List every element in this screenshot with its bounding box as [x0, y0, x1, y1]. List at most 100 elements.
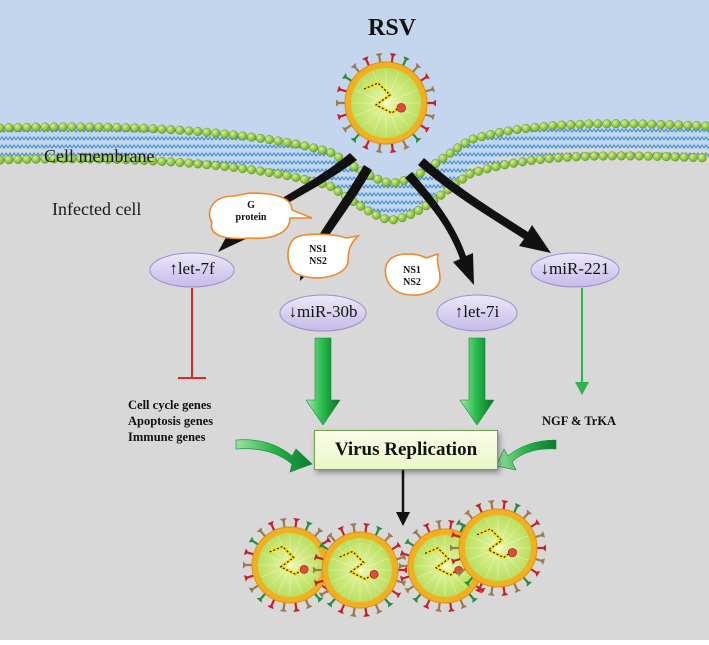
phospholipid-head [509, 159, 518, 168]
phospholipid-head [356, 202, 365, 211]
phospholipid-head [414, 206, 423, 215]
callout-ns-2-text: NS1 NS2 [392, 265, 432, 289]
phospholipid-head [567, 120, 576, 129]
phospholipid-head [416, 169, 425, 178]
node-let7i-label: ↑let-7i [437, 302, 517, 322]
phospholipid-head [648, 120, 657, 129]
phospholipid-head [86, 123, 95, 132]
phospholipid-head [247, 133, 256, 142]
phospholipid-head [5, 155, 14, 164]
phospholipid-head [194, 127, 203, 136]
phospholipid-head [461, 139, 470, 148]
phospholipid-head [545, 154, 554, 163]
phospholipid-head [630, 120, 639, 129]
phospholipid-head [229, 163, 238, 172]
phospholipid-head [32, 123, 41, 132]
virus-replication-box: Virus Replication [314, 430, 498, 470]
phospholipid-head [59, 123, 68, 132]
phospholipid-head [318, 146, 327, 155]
phospholipid-head [657, 120, 666, 129]
phospholipid-head [247, 166, 256, 175]
phospholipid-head [635, 152, 644, 161]
phospholipid-head [612, 119, 621, 128]
phospholipid-head [203, 128, 212, 137]
phospholipid-head [77, 123, 86, 132]
phospholipid-head [585, 120, 594, 129]
phospholipid-head [158, 125, 167, 134]
target-gene-cell-cycle: Cell cycle genes [128, 397, 213, 413]
phospholipid-head [140, 124, 149, 133]
phospholipid-head [599, 152, 608, 161]
phospholipid-head [486, 130, 495, 139]
phospholipid-head [639, 120, 648, 129]
phospholipid-head [300, 175, 309, 184]
phospholipid-head [221, 130, 230, 139]
phospholipid-head [274, 137, 283, 146]
phospholipid-head [437, 191, 446, 200]
phospholipid-head [626, 152, 635, 161]
phospholipid-head [536, 155, 545, 164]
phospholipid-head [572, 153, 581, 162]
phospholipid-head [495, 128, 504, 137]
phospholipid-head [698, 154, 707, 163]
phospholipid-head [382, 178, 391, 187]
phospholipid-head [238, 132, 247, 141]
phospholipid-head [621, 120, 630, 129]
phospholipid-head [466, 170, 475, 179]
phospholipid-head [483, 165, 492, 174]
phospholipid-head [194, 160, 203, 169]
phospholipid-head [265, 135, 274, 144]
phospholipid-head [5, 123, 14, 132]
phospholipid-head [68, 123, 77, 132]
phospholipid-head [666, 120, 675, 129]
phospholipid-head [334, 187, 343, 196]
phospholipid-head [389, 216, 398, 225]
phospholipid-head [220, 162, 229, 171]
phospholipid-head [492, 162, 501, 171]
callout-g-protein-line1: G [228, 200, 274, 212]
phospholipid-head [23, 123, 32, 132]
phospholipid-head [406, 210, 415, 219]
phospholipid-head [504, 127, 513, 136]
phospholipid-head [380, 214, 389, 223]
phospholipid-head [501, 161, 510, 170]
phospholipid-head [653, 152, 662, 161]
target-ngf-trka: NGF & TrKA [542, 414, 616, 429]
phospholipid-head [558, 121, 567, 130]
phospholipid-head [563, 153, 572, 162]
callout-ns-2-line1: NS1 [392, 265, 432, 277]
phospholipid-head [292, 140, 301, 149]
phospholipid-head [527, 156, 536, 165]
callout-ns-1-line1: NS1 [298, 244, 338, 256]
target-gene-apoptosis: Apoptosis genes [128, 413, 213, 429]
phospholipid-head [693, 121, 702, 130]
phospholipid-head [513, 125, 522, 134]
phospholipid-head [176, 158, 185, 167]
phospholipid-head [576, 120, 585, 129]
phospholipid-head [23, 155, 32, 164]
phospholipid-head [203, 160, 212, 169]
phospholipid-head [478, 132, 487, 141]
phospholipid-head [518, 158, 527, 167]
node-mir221-label: ↓miR-221 [531, 259, 619, 279]
callout-g-protein-line2: protein [228, 212, 274, 224]
phospholipid-head [14, 123, 23, 132]
phospholipid-head [283, 171, 292, 180]
phospholipid-head [167, 158, 176, 167]
target-gene-immune: Immune genes [128, 429, 213, 445]
infected-cell-label: Infected cell [52, 199, 141, 219]
diagram-title: RSV [368, 15, 416, 42]
phospholipid-head [644, 152, 653, 161]
callout-ns-1-text: NS1 NS2 [298, 244, 338, 268]
phospholipid-head [326, 182, 335, 191]
phospholipid-head [374, 175, 383, 184]
phospholipid-head [372, 211, 381, 220]
phospholipid-head [554, 154, 563, 163]
node-let7f-label: ↑let-7f [150, 259, 234, 279]
phospholipid-head [364, 207, 373, 216]
phospholipid-head [680, 153, 689, 162]
phospholipid-head [265, 168, 274, 177]
phospholipid-head [671, 153, 680, 162]
phospholipid-head [603, 120, 612, 129]
phospholipid-head [212, 161, 221, 170]
